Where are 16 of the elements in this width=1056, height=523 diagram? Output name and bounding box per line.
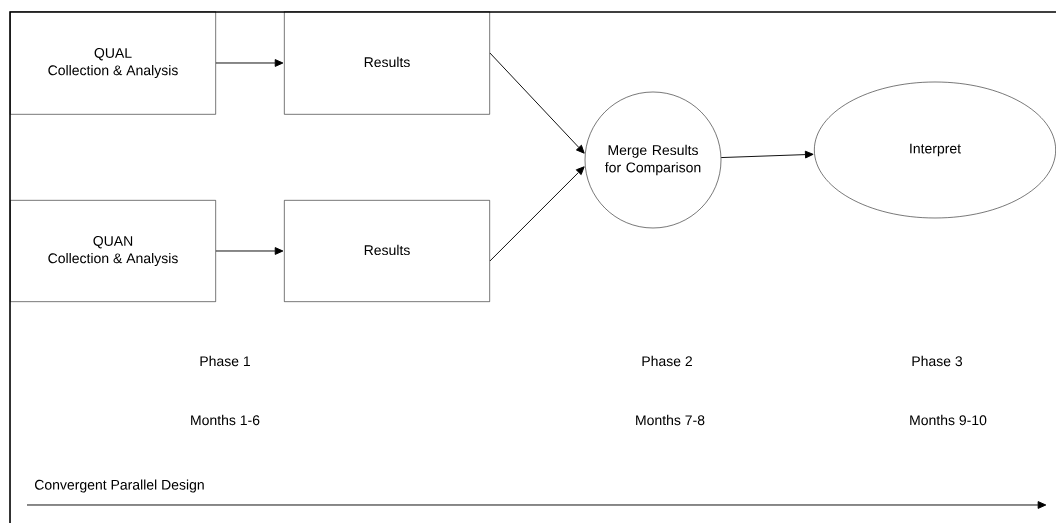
- process-box: QUAL Collection & Analysis: [10, 11, 216, 115]
- process-box: QUAN Collection & Analysis: [10, 200, 216, 302]
- label: Phase 2: [642, 355, 692, 367]
- label: Months 9-10: [910, 414, 987, 426]
- label: Phase 3: [912, 355, 963, 367]
- arrow: [215, 247, 284, 255]
- label: Months 1-6: [191, 414, 260, 426]
- process-box: Results: [284, 11, 490, 115]
- label: Months 7-8: [636, 414, 705, 426]
- arrow: [720, 150, 814, 159]
- arrow: [489, 52, 585, 154]
- arrow: [489, 166, 585, 262]
- label: Convergent Parallel Design: [35, 479, 204, 493]
- arrow: [215, 59, 284, 67]
- label: Phase 1: [200, 355, 250, 367]
- process-box: Results: [284, 200, 490, 302]
